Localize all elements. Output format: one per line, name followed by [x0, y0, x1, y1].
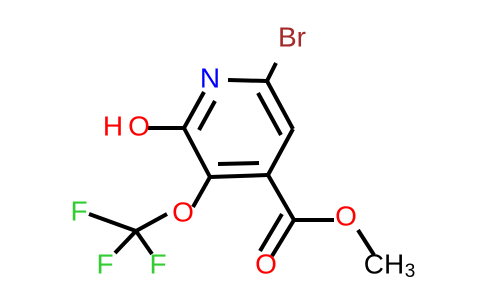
- atom-labels-group: Br N H O O F F F O O CH 3: [70, 21, 415, 282]
- bond-c6-br: [265, 62, 278, 82]
- bond-c2-n-double: [182, 91, 206, 129]
- methyl-carbon-label: CH: [364, 248, 404, 279]
- methyl-subscript-label: 3: [405, 261, 416, 282]
- bond-carbonyl-c-o-double: [270, 218, 296, 258]
- bond-c3-o-ether: [191, 176, 212, 208]
- hydroxyl-oxygen-label: O: [128, 110, 150, 141]
- bond-n-c6: [227, 78, 268, 83]
- bond-c6-c5-double: [265, 80, 295, 130]
- fluorine-1-label: F: [70, 195, 87, 226]
- ether-oxygen-label: O: [172, 196, 194, 227]
- bond-cf3-f1: [88, 212, 137, 233]
- ester-oxygen-label: O: [335, 200, 357, 231]
- bonds-group: [88, 62, 376, 258]
- bond-carbonyl-c-o-double-inner: [258, 212, 284, 253]
- bond-cf3-f2: [113, 229, 138, 255]
- bond-cf3-f3: [134, 229, 154, 256]
- bond-o-cf3: [135, 212, 168, 233]
- bond-c4-c3-double-inner: [217, 161, 260, 166]
- bond-c4-carbonyl-c: [266, 173, 296, 222]
- bond-c3-c2: [182, 127, 212, 178]
- bond-c5-c4: [266, 128, 295, 176]
- hydrogen-label: H: [103, 110, 123, 141]
- fluorine-2-label: F: [96, 248, 113, 279]
- bromine-label: Br: [278, 21, 306, 52]
- carbonyl-oxygen-label: O: [255, 248, 277, 279]
- fluorine-3-label: F: [149, 248, 166, 279]
- nitrogen-label: N: [200, 62, 220, 93]
- bond-o-methyl: [356, 228, 376, 257]
- bond-c6-c5-double-inner: [256, 92, 283, 136]
- bond-c4-c3-double: [209, 173, 269, 179]
- bond-c2-n-double-inner: [197, 100, 217, 131]
